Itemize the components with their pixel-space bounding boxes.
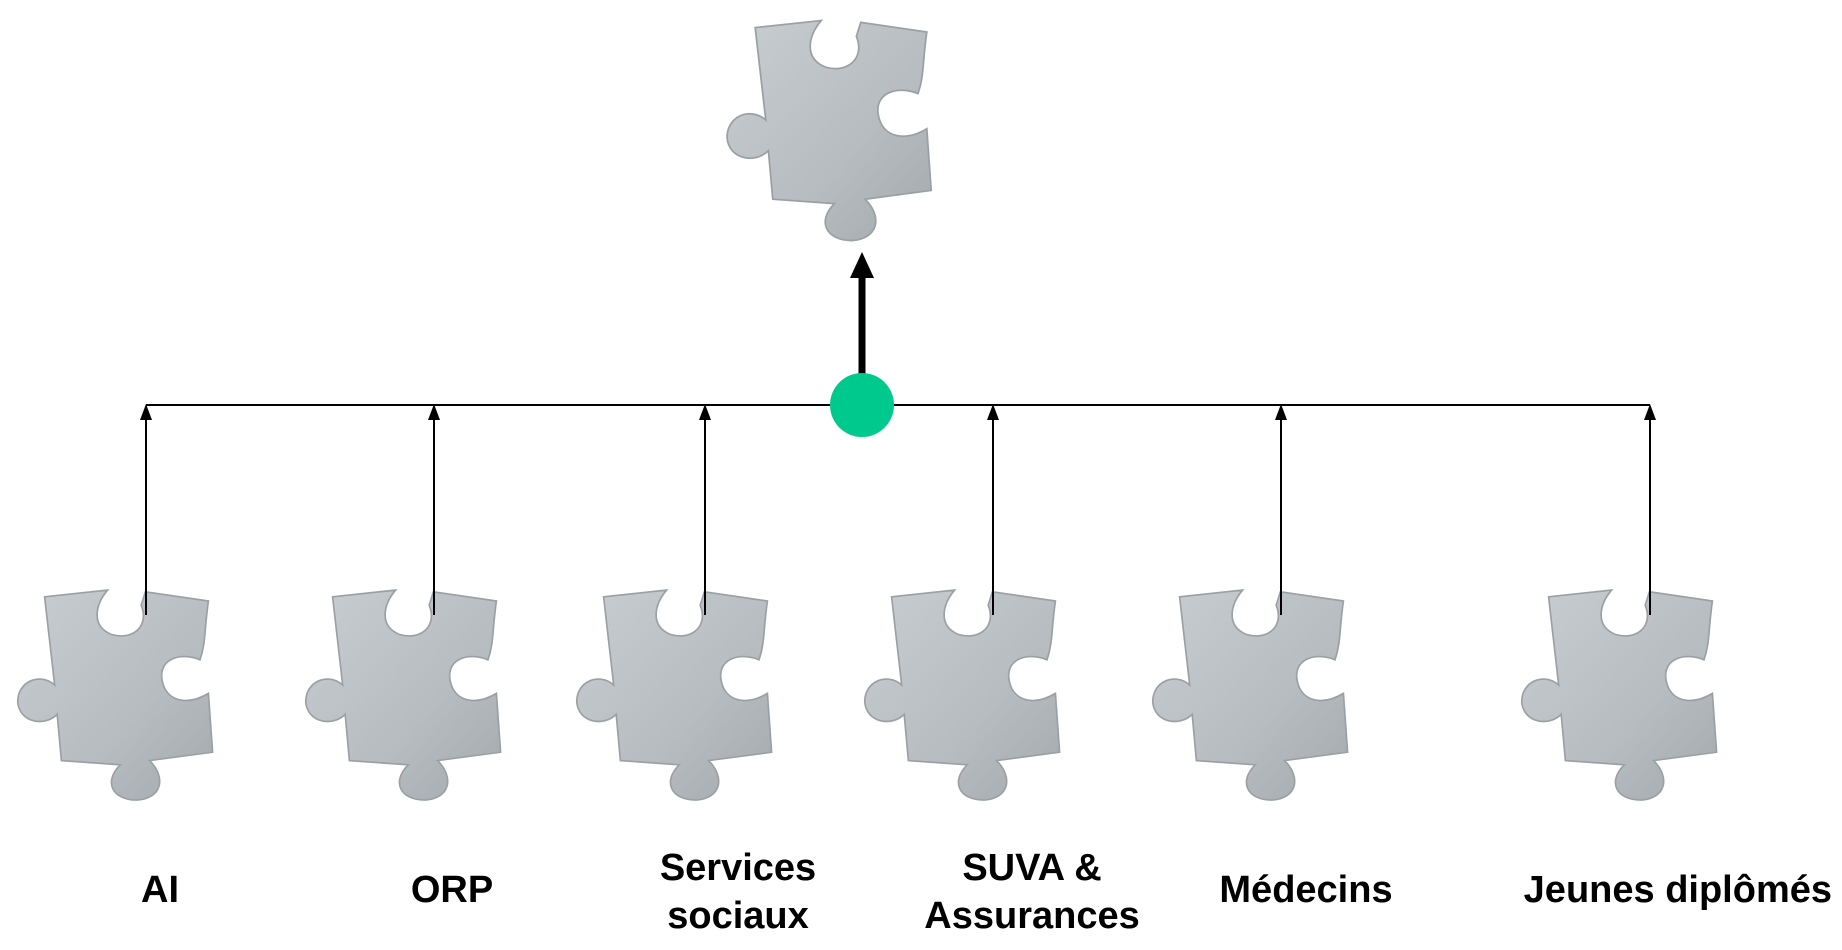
source-label: ORP: [292, 866, 612, 914]
source-label-line: Jeunes diplômés: [1523, 869, 1832, 911]
source-label-line: AI: [141, 869, 179, 911]
source-label: Jeunes diplômés: [1522, 866, 1832, 914]
source-label-line: Médecins: [1219, 869, 1393, 911]
source-label-line: SUVA &: [962, 847, 1102, 889]
source-puzzle-piece: [1151, 589, 1349, 801]
hub-circle: [830, 373, 894, 437]
top-puzzle-piece: [726, 19, 933, 242]
source-arrow-head: [987, 404, 999, 420]
source-label: SUVA & Assurances: [872, 844, 1192, 940]
source-label-line: ORP: [410, 869, 494, 911]
source-label: Services sociaux: [578, 844, 898, 940]
source-puzzle-piece: [575, 589, 773, 801]
source-arrow-head: [1644, 404, 1656, 420]
source-label: Médecins: [1146, 866, 1466, 914]
source-label-line: Assurances: [924, 895, 1140, 937]
source-label: AI: [0, 866, 320, 914]
main-arrow-head: [850, 252, 874, 278]
source-arrow-head: [1275, 404, 1287, 420]
source-puzzle-piece: [304, 589, 502, 801]
source-label-line: sociaux: [667, 895, 809, 937]
source-arrow-head: [699, 404, 711, 420]
source-puzzle-piece: [16, 589, 214, 801]
source-puzzle-piece: [1520, 589, 1718, 801]
source-arrow-head: [140, 404, 152, 420]
source-puzzle-piece: [863, 589, 1061, 801]
source-arrow-head: [428, 404, 440, 420]
source-label-line: Services: [659, 847, 817, 889]
